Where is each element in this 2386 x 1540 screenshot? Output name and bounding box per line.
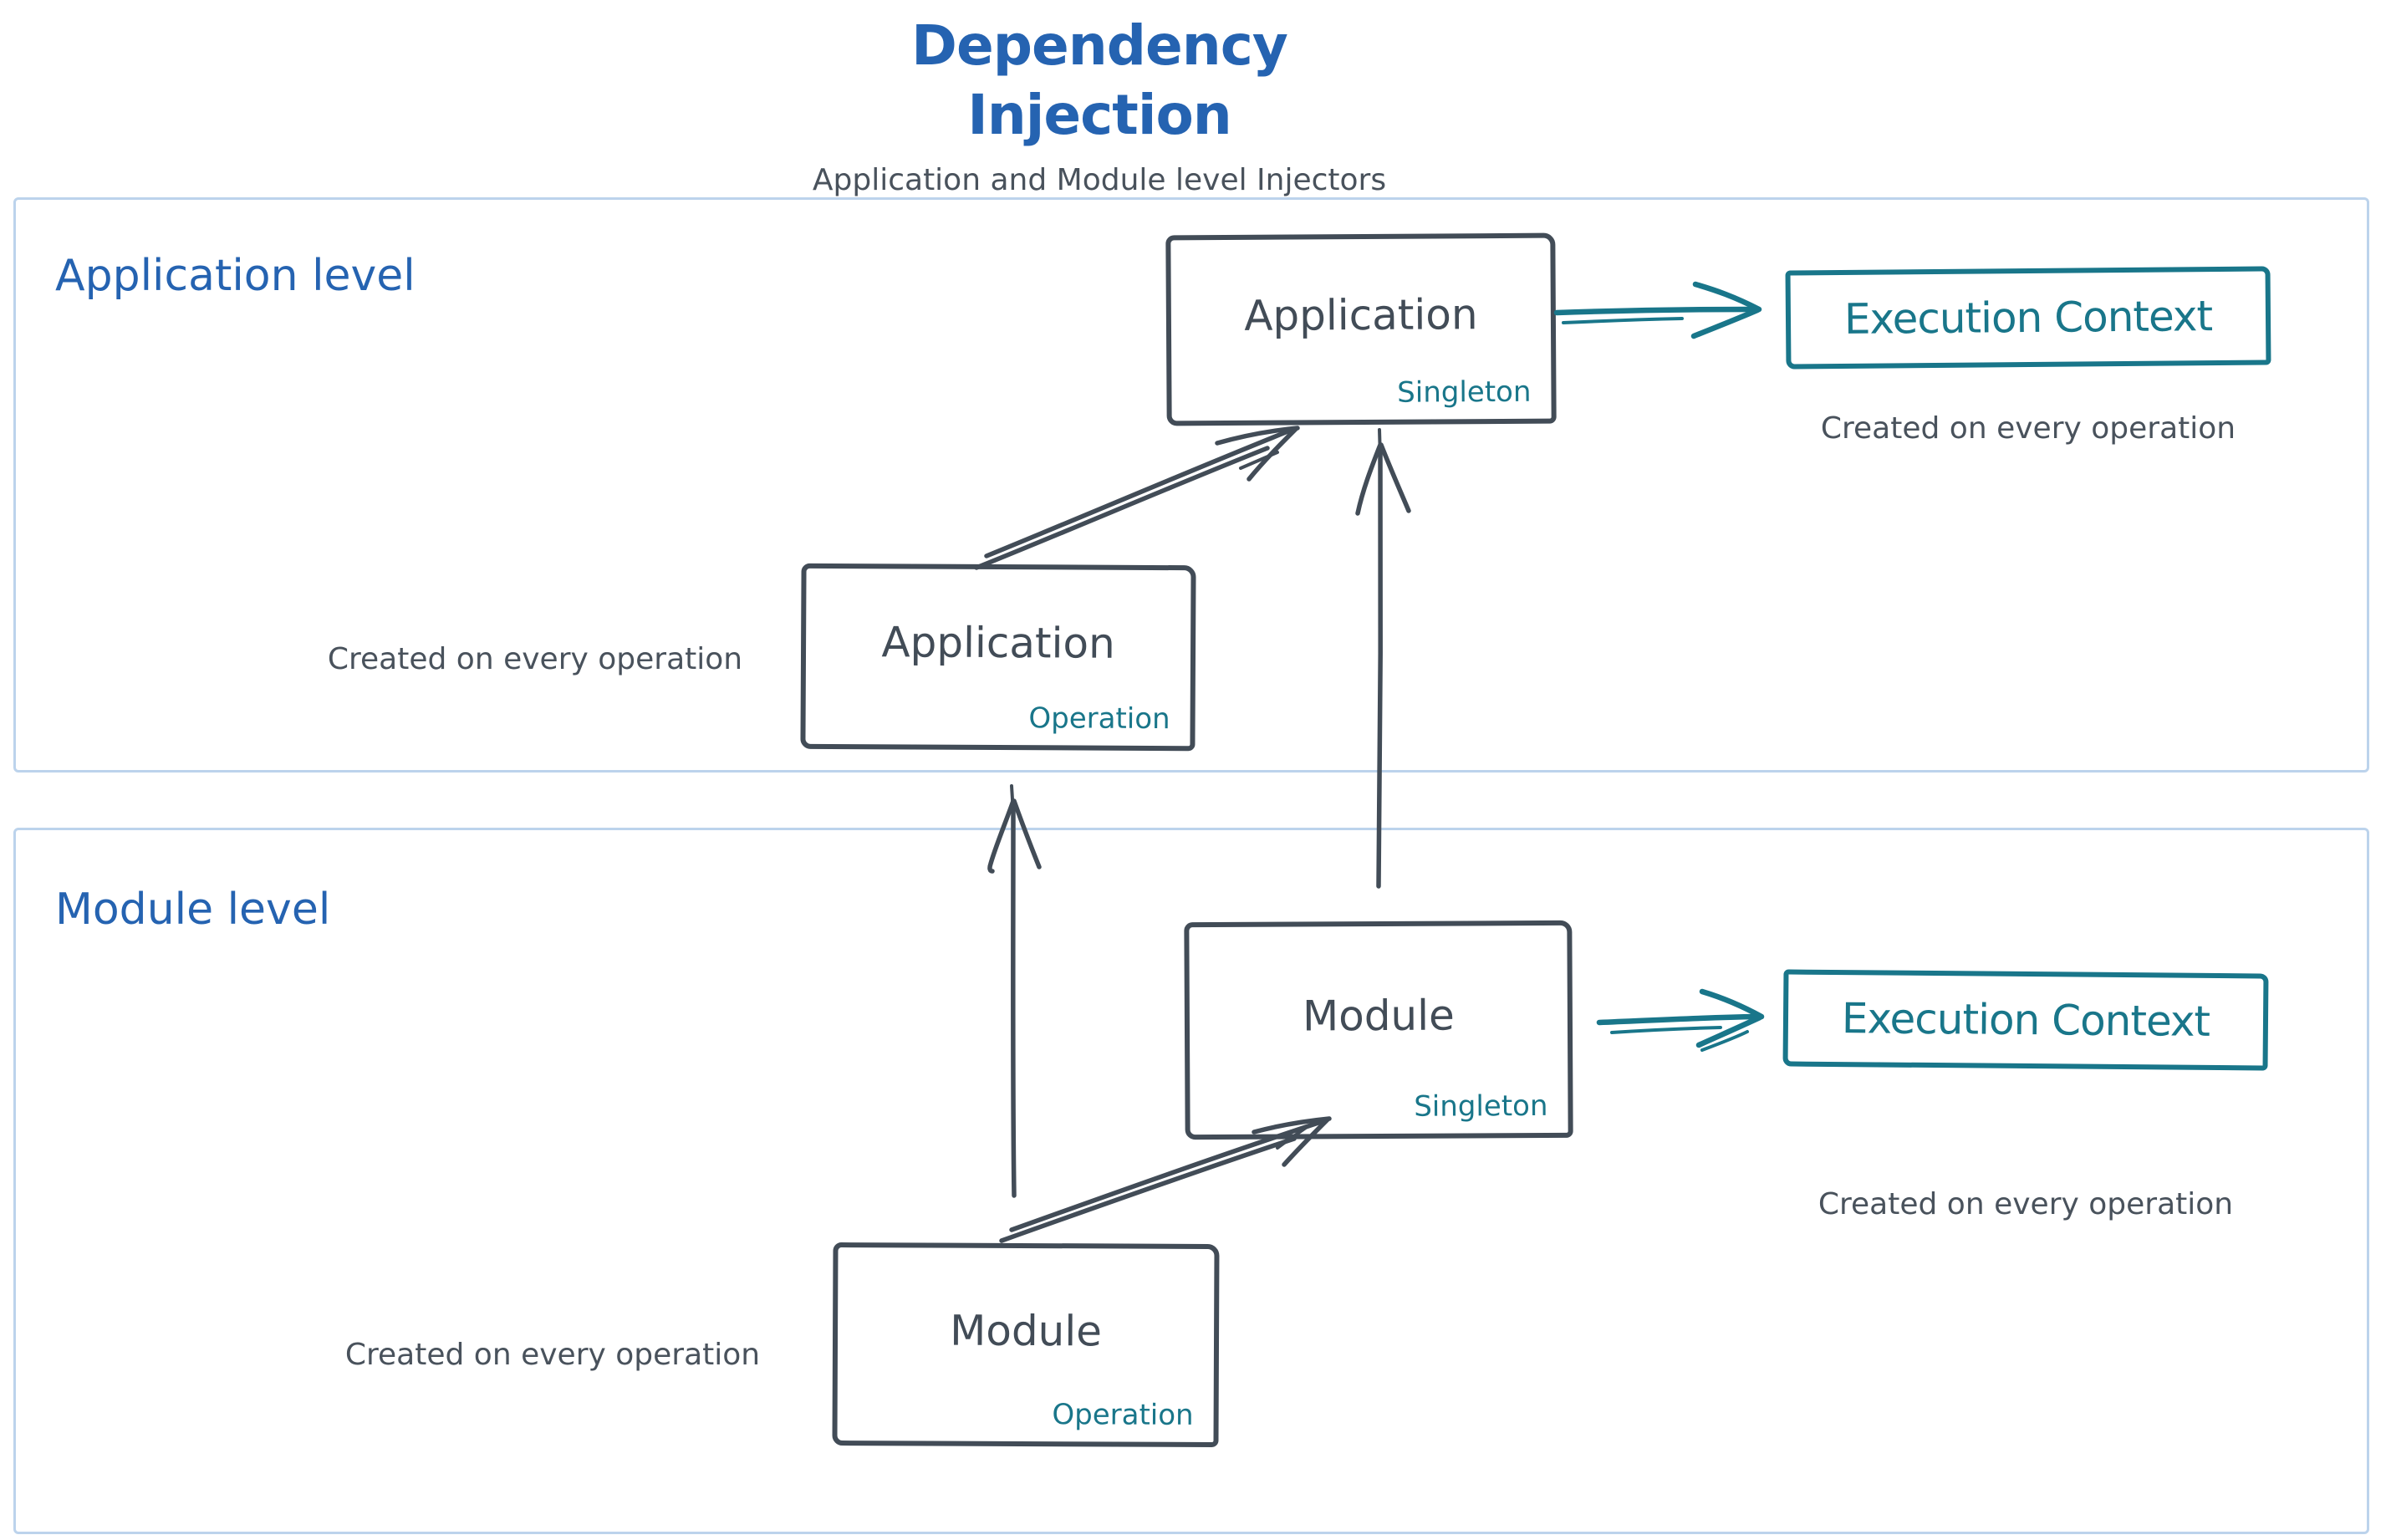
header: Dependency Injection Application and Mod… xyxy=(777,12,1421,197)
module-level-label: Module level xyxy=(55,885,331,935)
page-title: Dependency Injection xyxy=(911,13,1288,147)
caption-app-operation: Created on every operation xyxy=(327,642,743,676)
caption-module-operation: Created on every operation xyxy=(344,1338,761,1372)
app-singleton-node: Application Singleton xyxy=(1165,232,1557,426)
module-singleton-node: Module Singleton xyxy=(1184,920,1573,1140)
application-level-container xyxy=(13,197,2369,773)
module-singleton-scope: Singleton xyxy=(1414,1089,1548,1124)
application-level-label: Application level xyxy=(55,251,416,301)
module-level-container xyxy=(13,828,2369,1534)
caption-execution-context-module: Created on every operation xyxy=(1818,1187,2234,1221)
module-operation-node: Module Operation xyxy=(832,1242,1220,1448)
app-singleton-scope: Singleton xyxy=(1397,375,1532,410)
execution-context-module-box: Execution Context xyxy=(1782,969,2269,1071)
caption-execution-context-app: Created on every operation xyxy=(1820,411,2236,446)
execution-context-app-box: Execution Context xyxy=(1785,266,2271,370)
page-subtitle: Application and Module level Injectors xyxy=(812,163,1387,197)
app-operation-scope: Operation xyxy=(1028,701,1170,737)
module-operation-scope: Operation xyxy=(1052,1398,1194,1432)
app-operation-node: Application Operation xyxy=(800,563,1196,752)
